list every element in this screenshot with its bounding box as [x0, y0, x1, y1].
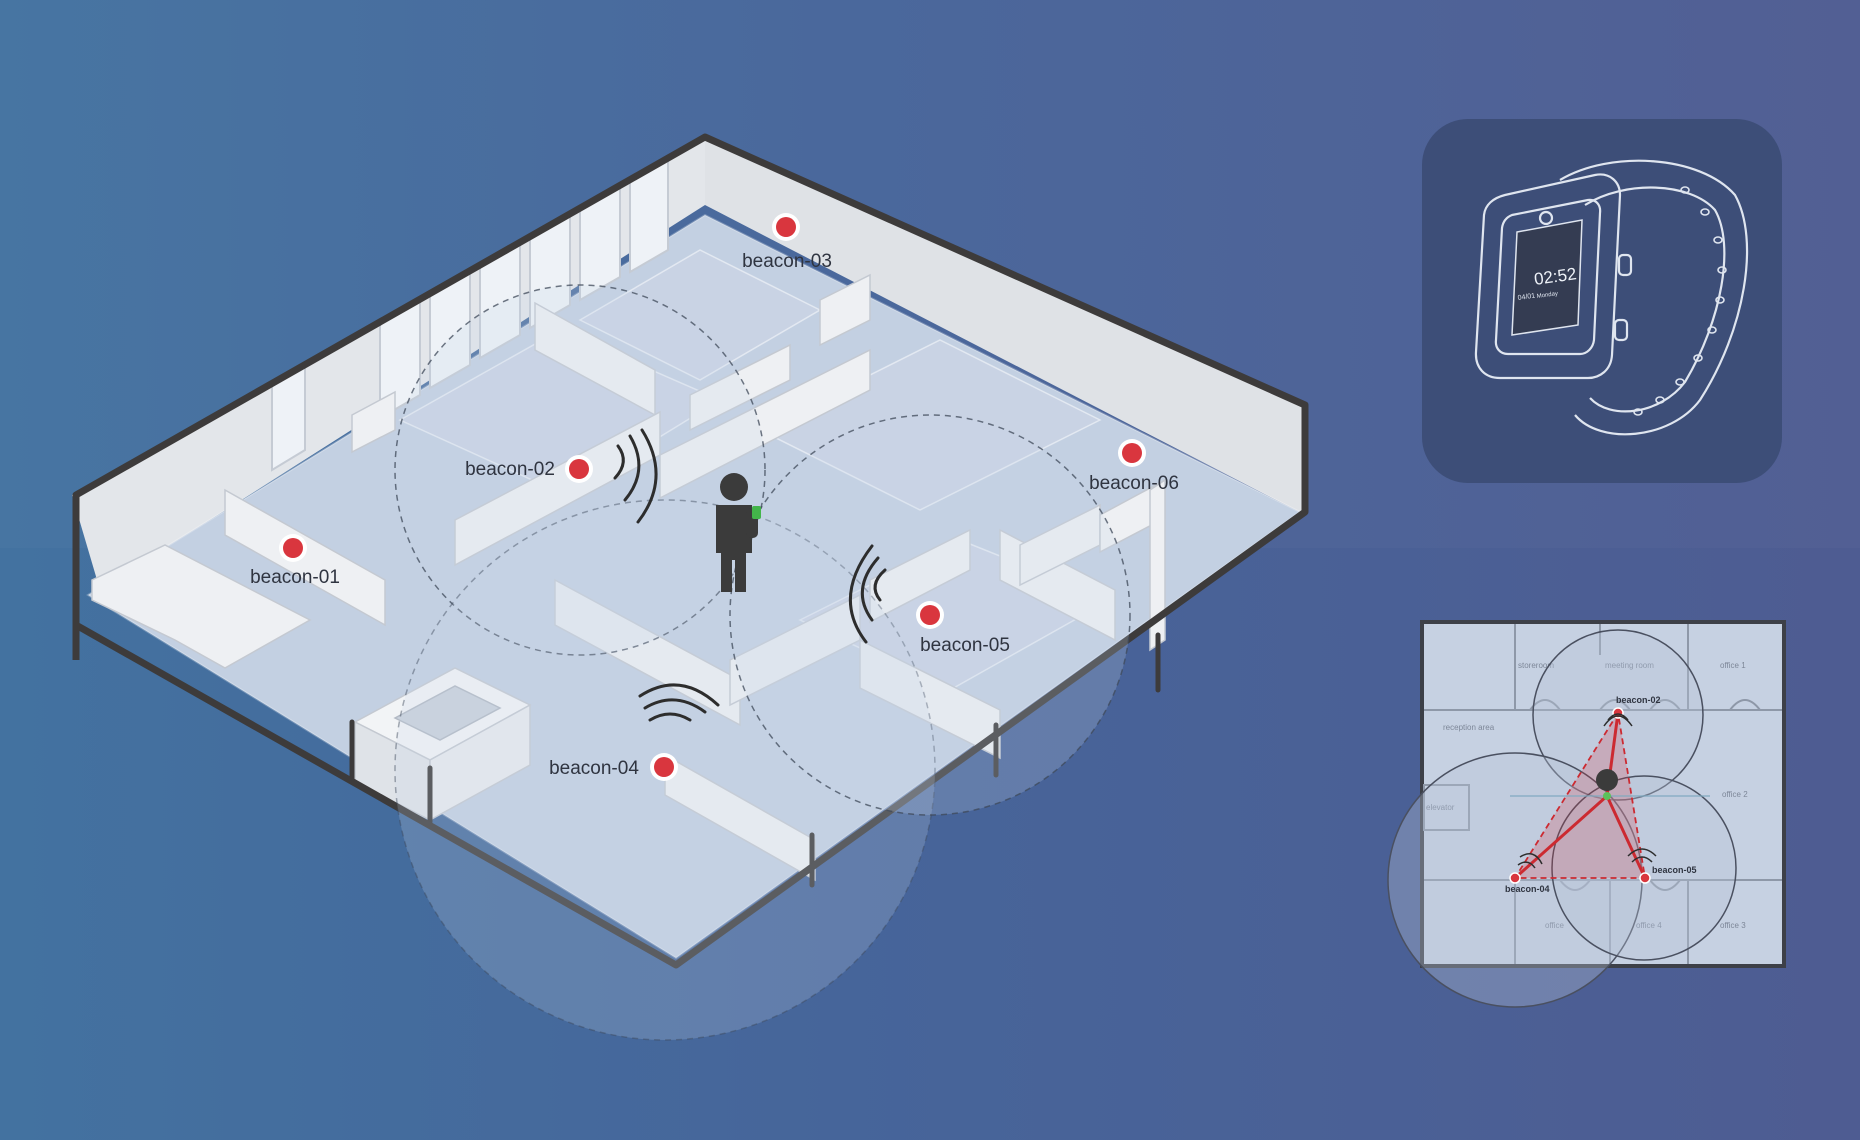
- beacon-dot-icon: [776, 217, 796, 237]
- room-label-elevator: elevator: [1426, 803, 1455, 812]
- beacon-label: beacon-03: [742, 251, 832, 272]
- outer-wall-outline: [72, 133, 1309, 969]
- minimap-background: [1420, 620, 1786, 968]
- beacon-dot-icon: [1509, 872, 1521, 884]
- beacon-dot-icon: [1122, 443, 1142, 463]
- room-label-office-1: office 1: [1720, 661, 1746, 670]
- room-label-office: office: [1545, 921, 1565, 930]
- elevator-block: [353, 667, 532, 822]
- beacon-label: beacon-01: [250, 567, 340, 588]
- beacon-label: beacon-06: [1089, 473, 1179, 494]
- beacon-03: beacon-03: [742, 213, 832, 272]
- minimap-beacon-label: beacon-04: [1505, 884, 1550, 894]
- partition-walls: [91, 273, 1166, 882]
- room-label-storeroom: storeroom: [1518, 661, 1554, 670]
- beacon-05: beacon-05: [916, 601, 1010, 656]
- watch-panel: 02:52 04/01 Monday: [1422, 119, 1782, 483]
- minimap-beacon-label: beacon-05: [1652, 865, 1697, 875]
- minimap-panel: storeroom meeting room office 1 receptio…: [1387, 620, 1786, 1008]
- beacon-label: beacon-04: [549, 758, 639, 779]
- room-label-meeting-room: meeting room: [1605, 661, 1654, 670]
- beacon-dot-icon: [569, 459, 589, 479]
- watch-screen: [1511, 219, 1583, 336]
- beacon-04: beacon-04: [549, 753, 678, 781]
- minimap-beacon-02: beacon-02: [1603, 695, 1661, 727]
- beacon-dot-icon: [1612, 707, 1624, 719]
- minimap-beacons: beacon-02 beacon-04 beacon-05: [1505, 695, 1697, 894]
- signal-waves-icon: [1627, 848, 1657, 863]
- room-label-office-4: office 4: [1636, 921, 1662, 930]
- smartwatch-icon: [1474, 159, 1749, 436]
- minimap-beacon-05: beacon-05: [1627, 848, 1697, 884]
- beacon-01: beacon-01: [250, 534, 340, 588]
- signal-waves-icon: [1517, 853, 1543, 869]
- room-label-office-2: office 2: [1722, 790, 1748, 799]
- minimap-room-labels: storeroom meeting room office 1 receptio…: [1426, 661, 1748, 930]
- beacon-label: beacon-05: [920, 635, 1010, 656]
- person-icon: [716, 473, 761, 592]
- signal-waves-icon: [613, 428, 887, 722]
- beacon-06: beacon-06: [1089, 439, 1179, 494]
- isometric-floor-plan: beacon-01 beacon-02 beacon-03 beacon-04: [72, 133, 1309, 1041]
- back-wall-right: [705, 135, 1305, 515]
- beacon-dot-icon: [283, 538, 303, 558]
- signal-waves-icon: [1603, 713, 1633, 727]
- watch-day: Monday: [1536, 291, 1558, 300]
- minimap-person-icon: [1596, 769, 1618, 800]
- minimap-beacon-label: beacon-02: [1616, 695, 1661, 705]
- watch-date: 04/01: [1517, 293, 1535, 302]
- beacon-dot-icon: [1639, 872, 1651, 884]
- beacon-dot-icon: [654, 757, 674, 777]
- minimap-beacon-04: beacon-04: [1505, 853, 1550, 894]
- minimap-room-lines: [1423, 624, 1782, 964]
- beacon-dot-icon: [920, 605, 940, 625]
- beacon-02: beacon-02: [465, 455, 593, 483]
- beacon-markers: beacon-01 beacon-02 beacon-03 beacon-04: [250, 213, 1179, 781]
- beacon-label: beacon-02: [465, 459, 555, 480]
- watch-panel-background: [1422, 119, 1782, 483]
- room-label-reception-area: reception area: [1443, 723, 1495, 732]
- room-office-1: [758, 339, 1102, 511]
- room-label-office-3: office 3: [1720, 921, 1746, 930]
